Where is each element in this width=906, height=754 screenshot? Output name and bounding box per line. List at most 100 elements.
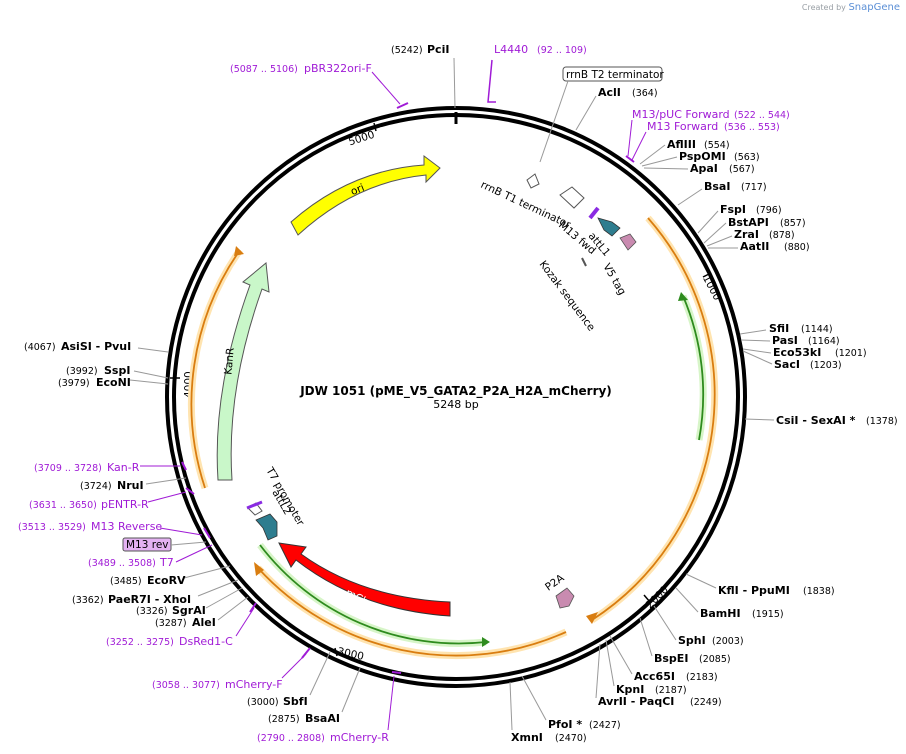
svg-text:AclI: AclI xyxy=(598,86,621,99)
site-csii-sexai[interactable]: CsiI - SexAI * (1378) xyxy=(744,414,898,427)
site-bsai[interactable]: BsaI (717) xyxy=(677,180,767,206)
svg-text:SbfI: SbfI xyxy=(283,695,308,708)
svg-text:(3979): (3979) xyxy=(58,378,90,389)
svg-text:(1201): (1201) xyxy=(835,348,867,359)
orf-bottom-arc xyxy=(257,567,567,657)
svg-text:DsRed1-C: DsRed1-C xyxy=(179,635,233,648)
ori-label: ori xyxy=(349,182,366,198)
primer-m13-puc-forward[interactable]: M13/pUC Forward (522 .. 544) xyxy=(625,108,790,163)
svg-text:2000: 2000 xyxy=(644,584,671,611)
site-apai[interactable]: ApaI (567) xyxy=(643,162,755,175)
site-econi[interactable]: (3979) EcoNI xyxy=(58,376,169,389)
site-sphi[interactable]: SphI (2003) xyxy=(653,605,744,647)
created-by-text: Created by xyxy=(801,3,846,12)
site-pasi[interactable]: PasI (1164) xyxy=(740,334,840,347)
svg-text:(1915): (1915) xyxy=(752,609,784,620)
svg-text:(4067): (4067) xyxy=(24,342,56,353)
feature-v5-tag xyxy=(619,233,637,251)
site-bsaai[interactable]: (2875) BsaAI xyxy=(268,667,361,725)
svg-text:(92 .. 109): (92 .. 109) xyxy=(537,45,587,56)
site-avrii-paqci[interactable]: AvrII - PaqCI (2249) xyxy=(595,643,722,708)
m13-fwd-marker xyxy=(588,206,600,220)
svg-text:pENTR-R: pENTR-R xyxy=(101,498,149,511)
site-acc65i[interactable]: Acc65I (2183) xyxy=(609,635,718,683)
feature-attl1 xyxy=(597,217,621,237)
site-aatii[interactable]: AatII (880) xyxy=(708,240,810,253)
site-nrui[interactable]: (3724) NruI xyxy=(80,477,187,492)
site-acli[interactable]: AclI (364) xyxy=(575,86,658,131)
site-bamhi[interactable]: BamHI (1915) xyxy=(675,587,784,620)
site-sbfi[interactable]: (3000) SbfI xyxy=(247,651,331,708)
primer-pentr-r[interactable]: (3631 .. 3650) pENTR-R xyxy=(29,487,195,511)
feature-kanr: KanR xyxy=(216,262,270,481)
site-pspomi[interactable]: PspOMI (563) xyxy=(641,150,760,167)
svg-text:AsiSI - PvuI: AsiSI - PvuI xyxy=(61,340,131,353)
svg-text:(3362): (3362) xyxy=(72,595,104,606)
site-sfii[interactable]: SfiI (1144) xyxy=(739,322,833,335)
svg-text:mCherry-F: mCherry-F xyxy=(225,678,283,691)
svg-text:AvrII - PaqCI: AvrII - PaqCI xyxy=(598,695,674,708)
svg-text:SacI: SacI xyxy=(774,358,800,371)
svg-text:PfoI *: PfoI * xyxy=(548,718,582,731)
site-alei[interactable]: (3287) AleI xyxy=(155,596,249,629)
primer-pbr322ori-f[interactable]: (5087 .. 5106) pBR322ori-F xyxy=(230,62,409,109)
svg-text:(3631 .. 3650): (3631 .. 3650) xyxy=(29,500,97,511)
svg-text:BamHI: BamHI xyxy=(700,607,741,620)
svg-text:(522 .. 544): (522 .. 544) xyxy=(734,110,790,121)
primer-dsred1-c[interactable]: (3252 .. 3275) DsRed1-C xyxy=(106,602,257,648)
svg-text:(3326): (3326) xyxy=(136,606,168,617)
primer-kan-r[interactable]: (3709 .. 3728) Kan-R xyxy=(34,461,187,474)
svg-text:(2183): (2183) xyxy=(686,672,718,683)
svg-text:(2085): (2085) xyxy=(699,654,731,665)
svg-text:SphI: SphI xyxy=(678,634,706,647)
site-bspei[interactable]: BspEI (2085) xyxy=(639,617,731,665)
feature-t7-promoter xyxy=(246,500,263,516)
svg-text:(5087 .. 5106): (5087 .. 5106) xyxy=(230,64,298,75)
site-fspi[interactable]: FspI (796) xyxy=(697,203,782,234)
site-xmni[interactable]: XmnI (2470) xyxy=(509,681,587,744)
site-ecorv[interactable]: (3485) EcoRV xyxy=(110,565,231,587)
site-zrai[interactable]: ZraI (878) xyxy=(706,228,795,247)
svg-text:(3287): (3287) xyxy=(155,618,187,629)
primer-t7[interactable]: (3489 .. 3508) T7 xyxy=(88,544,213,569)
orf-bottom-arrowhead xyxy=(254,562,264,576)
primer-mcherry-f[interactable]: (3058 .. 3077) mCherry-F xyxy=(152,647,311,691)
svg-text:pBR322ori-F: pBR322ori-F xyxy=(304,62,372,75)
site-pfoi[interactable]: PfoI * (2427) xyxy=(521,675,621,731)
site-asisi-pvui[interactable]: (4067) AsiSI - PvuI xyxy=(24,340,169,353)
backbone-outer-strand xyxy=(165,106,747,688)
site-kpni[interactable]: KpnI (2187) xyxy=(605,639,687,696)
svg-text:(3485): (3485) xyxy=(110,576,142,587)
site-eco53ki[interactable]: Eco53kI (1201) xyxy=(742,346,867,359)
site-bstapi[interactable]: BstAPI (857) xyxy=(703,216,806,244)
site-afliii[interactable]: AflIII (554) xyxy=(639,138,730,165)
kanr-label: KanR xyxy=(222,347,236,375)
svg-text:(563): (563) xyxy=(734,152,760,163)
svg-text:PaeR7I - XhoI: PaeR7I - XhoI xyxy=(108,593,191,606)
site-sgrai[interactable]: (3326) SgrAI xyxy=(136,587,243,617)
primer-m13-rev-box[interactable]: M13 rev xyxy=(122,537,207,552)
rrnb-t1-label: rrnB T1 terminator xyxy=(479,179,573,231)
primer-l4440[interactable]: L4440 (92 .. 109) xyxy=(487,43,587,103)
site-pcii[interactable]: (5242) PciI xyxy=(391,43,456,109)
green-orf-bottom-arc xyxy=(259,544,487,645)
site-sspi[interactable]: (3992) SspI xyxy=(66,364,169,379)
site-saci[interactable]: SacI (1203) xyxy=(742,350,842,371)
green-orf-right-arrowhead xyxy=(678,292,688,301)
svg-text:(796): (796) xyxy=(756,205,782,216)
primer-m13-reverse[interactable]: (3513 .. 3529) M13 Reverse xyxy=(18,520,211,539)
feature-rrnb-t2-terminator[interactable]: rrnB T2 terminator xyxy=(539,66,664,163)
site-kfli-ppumi[interactable]: KflI - PpuMI (1838) xyxy=(685,573,835,597)
primer-mcherry-r[interactable]: (2790 .. 2808) mCherry-R xyxy=(257,671,402,744)
svg-text:(554): (554) xyxy=(704,140,730,151)
v5-tag-label: V5 tag xyxy=(600,262,628,298)
svg-text:PciI: PciI xyxy=(427,43,449,56)
site-paer7i-xhoi[interactable]: (3362) PaeR7I - XhoI xyxy=(72,579,239,606)
svg-text:(3724): (3724) xyxy=(80,481,112,492)
svg-text:XmnI: XmnI xyxy=(511,731,543,744)
svg-text:(1203): (1203) xyxy=(810,360,842,371)
primer-m13-forward[interactable]: M13 Forward (536 .. 553) xyxy=(631,120,780,161)
svg-text:3000: 3000 xyxy=(336,646,365,663)
scale-tick-2000: 2000 xyxy=(643,584,671,611)
